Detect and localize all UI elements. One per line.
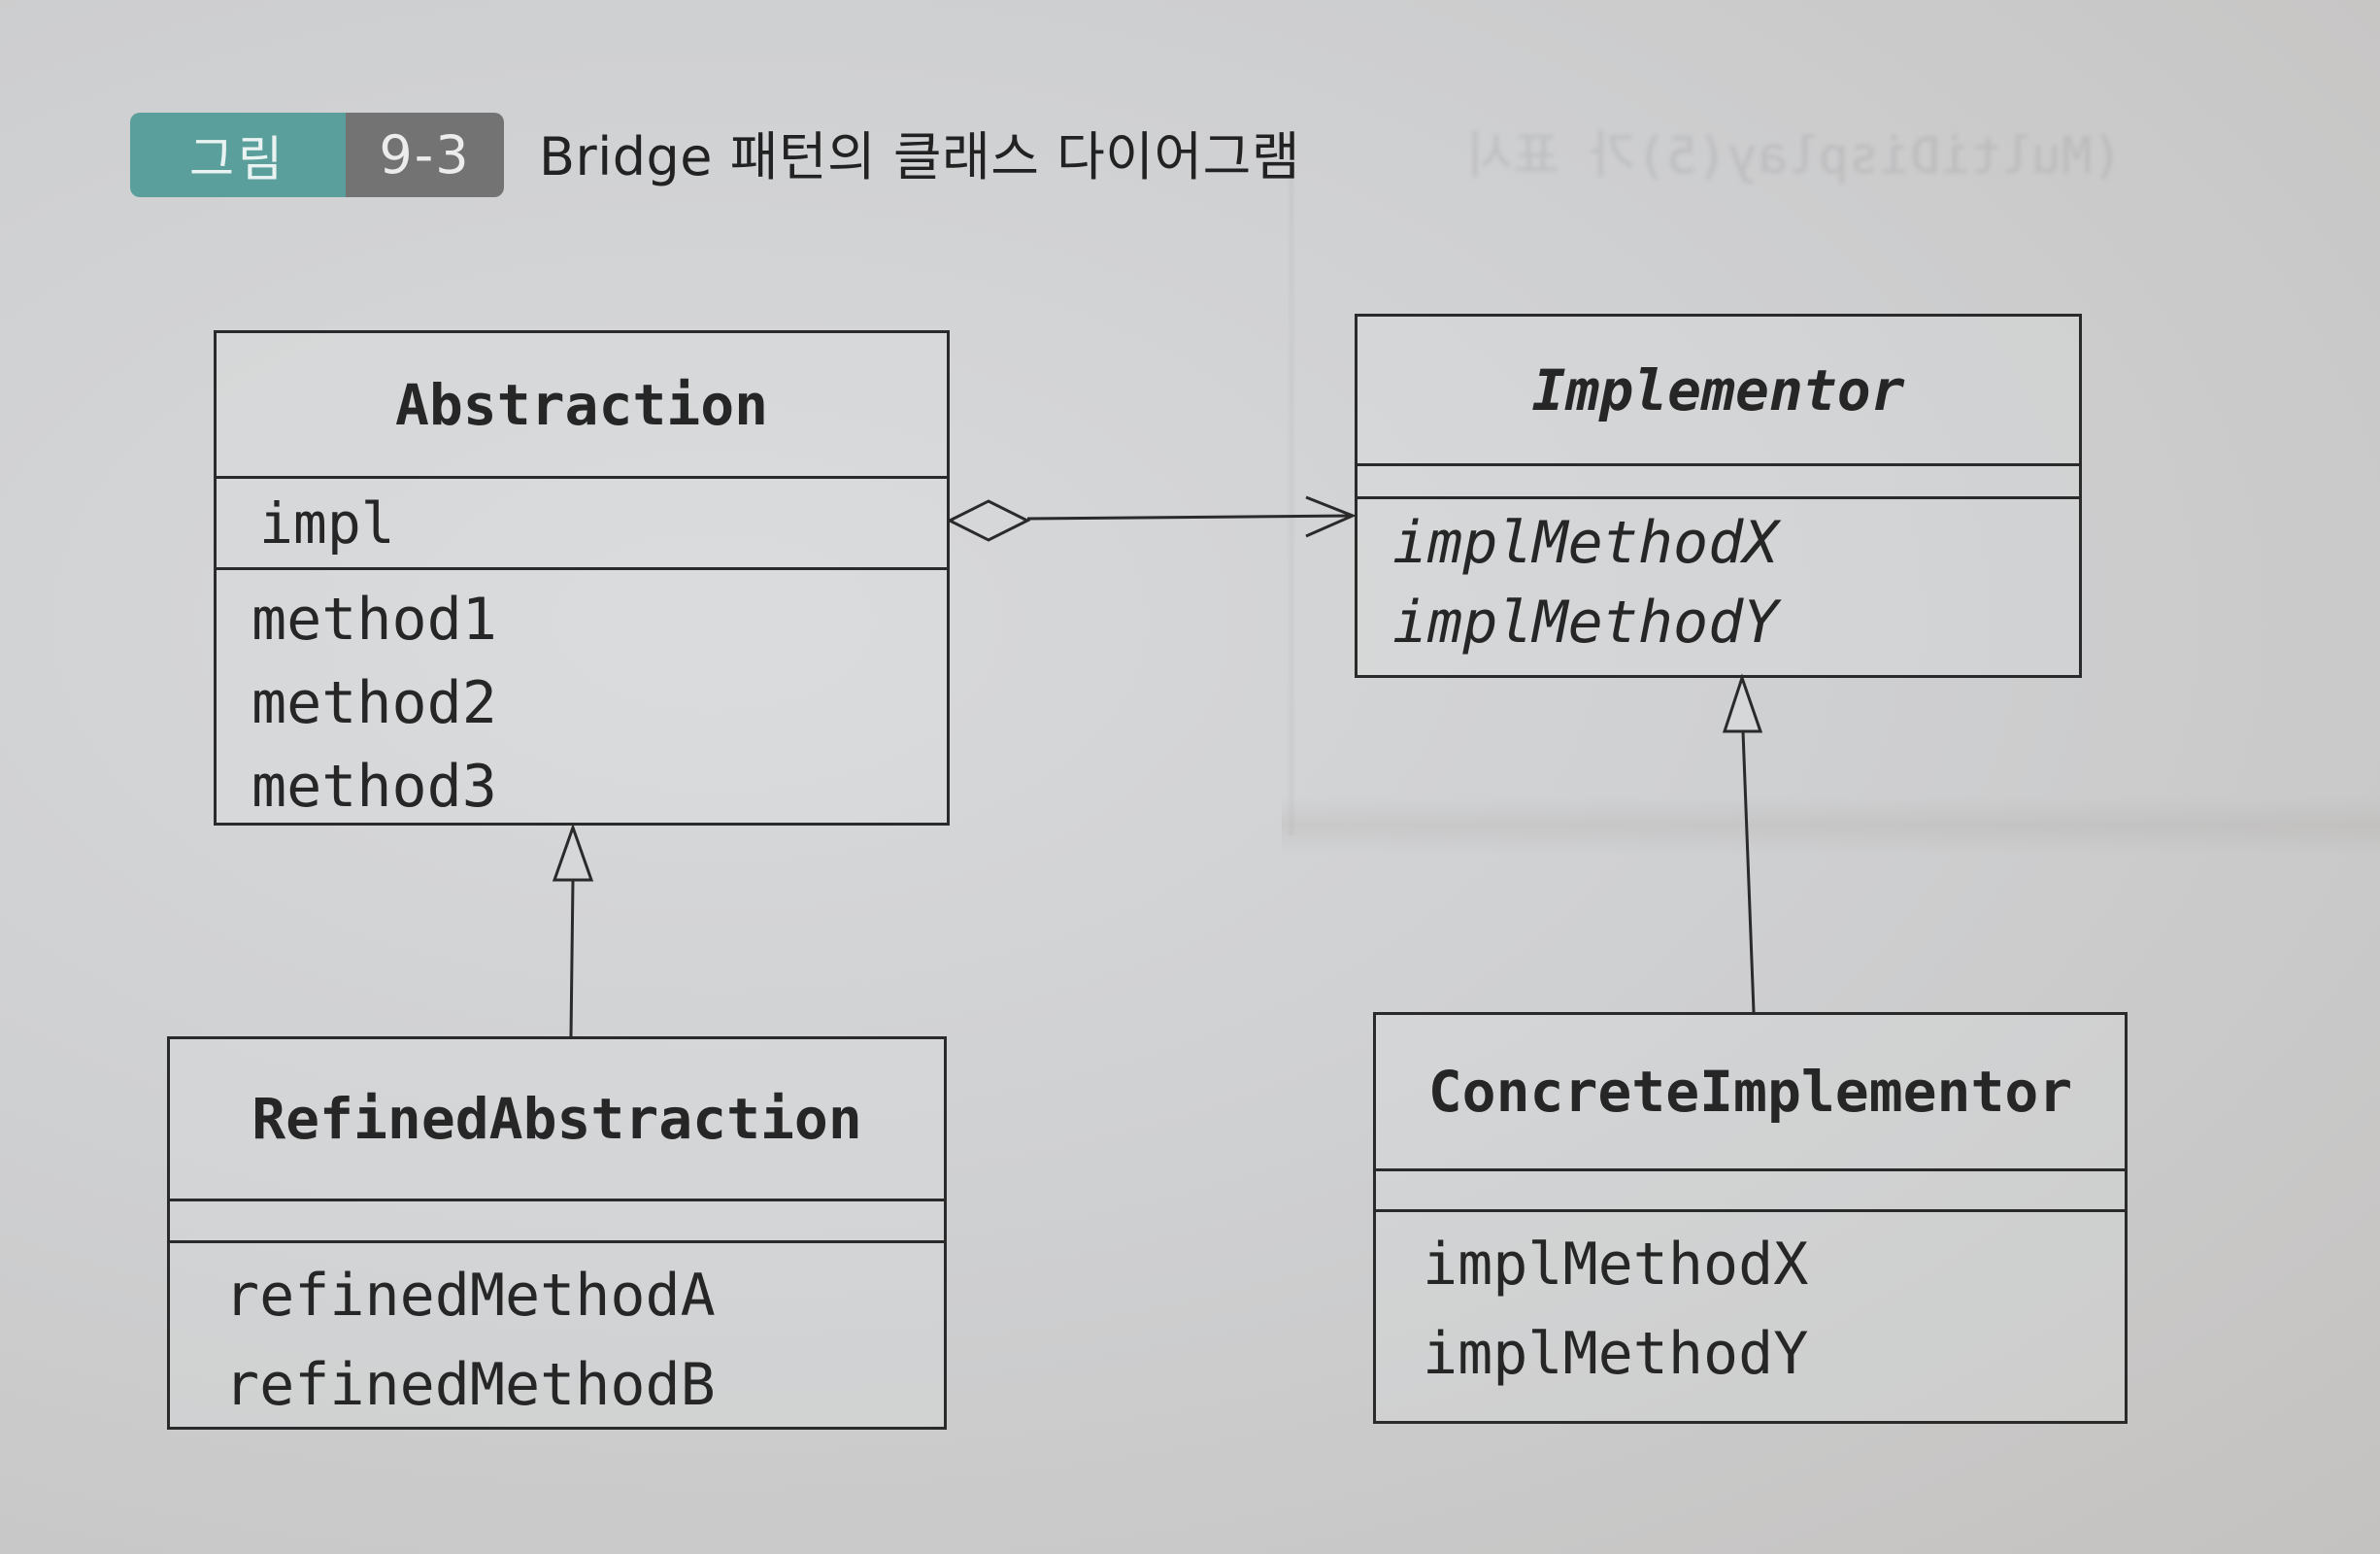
class-attributes bbox=[1358, 466, 2079, 499]
operation: implMethodX bbox=[1392, 509, 1779, 577]
figure-label: 그림 bbox=[130, 113, 346, 197]
class-name: Abstraction bbox=[217, 333, 947, 479]
class-operations: refinedMethodA refinedMethodB bbox=[170, 1243, 944, 1430]
class-operations: implMethodX implMethodY bbox=[1358, 499, 2079, 662]
class-attributes bbox=[1376, 1171, 2125, 1212]
page-shadow-vertical bbox=[1287, 175, 1296, 835]
hollow-triangle-icon bbox=[552, 823, 594, 882]
class-name: RefinedAbstraction bbox=[170, 1039, 944, 1201]
class-refined-abstraction: RefinedAbstraction refinedMethodA refine… bbox=[167, 1036, 947, 1430]
operation: implMethodY bbox=[1392, 589, 1779, 657]
class-name: Implementor bbox=[1358, 317, 2079, 466]
operation: method3 bbox=[251, 753, 497, 821]
operation: refinedMethodA bbox=[224, 1262, 716, 1330]
page-shadow bbox=[1282, 796, 2380, 855]
bleed-through-text: (MultiDisplay(5)가 표시 bbox=[1466, 127, 2123, 186]
class-attributes bbox=[170, 1201, 944, 1243]
figure-badge: 그림 9-3 bbox=[130, 113, 504, 197]
class-implementor: Implementor implMethodX implMethodY bbox=[1355, 314, 2082, 678]
operation: method1 bbox=[251, 586, 497, 654]
attribute: impl bbox=[259, 490, 395, 557]
generalization-arrow-abstraction bbox=[552, 823, 594, 1037]
class-concrete-implementor: ConcreteImplementor implMethodX implMeth… bbox=[1373, 1012, 2128, 1424]
class-abstraction: Abstraction impl method1 method2 method3 bbox=[214, 330, 950, 826]
operation: method2 bbox=[251, 669, 497, 737]
operation: implMethodY bbox=[1423, 1320, 1809, 1388]
operation: implMethodX bbox=[1423, 1231, 1809, 1299]
class-name: ConcreteImplementor bbox=[1376, 1015, 2125, 1171]
operation: refinedMethodB bbox=[224, 1351, 716, 1419]
class-attributes: impl bbox=[217, 479, 947, 570]
class-operations: implMethodX implMethodY bbox=[1376, 1212, 2125, 1399]
aggregation-diamond-icon bbox=[946, 499, 1031, 542]
open-arrowhead-icon bbox=[1305, 495, 1357, 538]
hollow-triangle-icon bbox=[1722, 673, 1763, 733]
figure-number: 9-3 bbox=[346, 113, 504, 197]
figure-title: Bridge 패턴의 클래스 다이어그램 bbox=[539, 126, 1301, 187]
class-operations: method1 method2 method3 bbox=[217, 570, 947, 828]
